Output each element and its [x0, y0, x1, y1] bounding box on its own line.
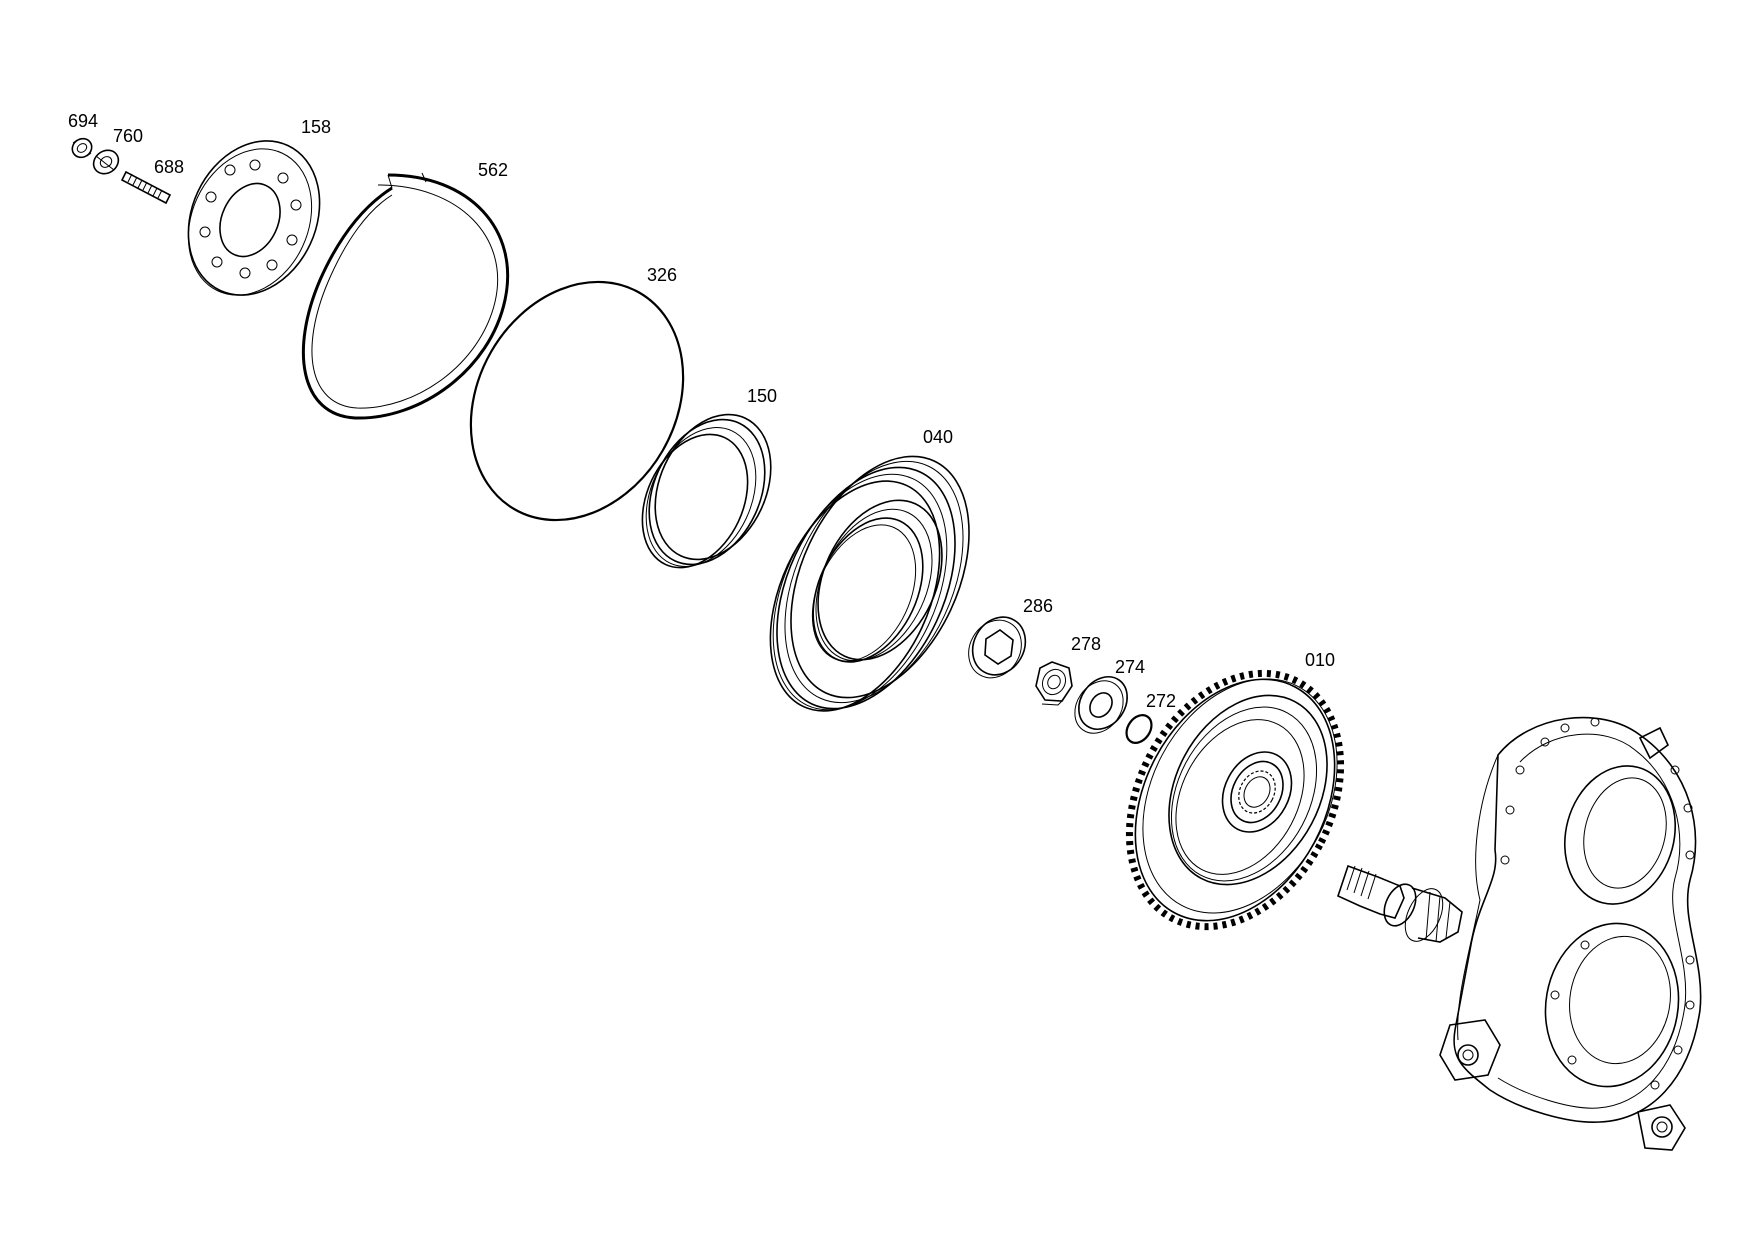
label-562: 562 [478, 160, 508, 180]
part-010-gear [1125, 669, 1345, 931]
label-040: 040 [923, 427, 953, 447]
part-150-seal-ring [641, 413, 772, 569]
part-286-lock-plate [968, 616, 1027, 679]
part-040-piston [769, 455, 970, 712]
part-278-nut [1035, 661, 1073, 706]
label-688: 688 [154, 157, 184, 177]
part-272-o-ring [1125, 714, 1153, 744]
label-286: 286 [1023, 596, 1053, 616]
label-274: 274 [1115, 657, 1145, 677]
label-150: 150 [747, 386, 777, 406]
gear-housing [1439, 716, 1702, 1151]
label-278: 278 [1071, 634, 1101, 654]
housing-bolt-holes [1500, 717, 1695, 1090]
label-326: 326 [647, 265, 677, 285]
part-760-washer [92, 149, 120, 175]
part-688-stud [120, 170, 172, 205]
part-158-bolt-holes [199, 159, 302, 279]
label-760: 760 [113, 126, 143, 146]
part-562-snap-ring [302, 172, 510, 420]
label-272: 272 [1146, 691, 1176, 711]
part-694-nut [71, 137, 93, 159]
label-010: 010 [1305, 650, 1335, 670]
part-158-flange-plate [187, 140, 321, 296]
part-326-o-ring [469, 280, 685, 522]
part-274-washer [1074, 676, 1128, 734]
label-158: 158 [301, 117, 331, 137]
label-694: 694 [68, 111, 98, 131]
splined-shaft [1337, 864, 1463, 943]
